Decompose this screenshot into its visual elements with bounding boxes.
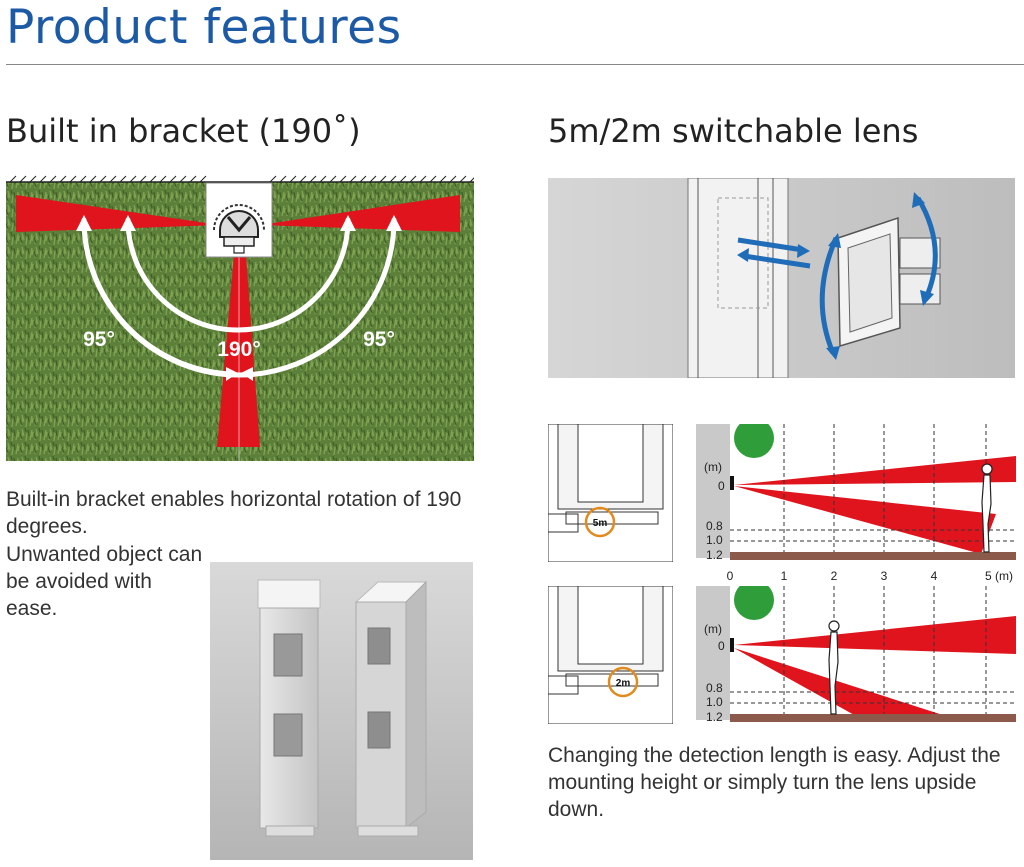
tree-icon xyxy=(734,586,774,620)
height-tick-1.0: 1.0 xyxy=(706,533,723,547)
unit-label: (m) xyxy=(704,460,722,474)
right-beam xyxy=(260,195,460,232)
detection-diagram-5m: (m) 0 0.8 1.0 1.2 xyxy=(696,424,1016,562)
distance-tick-3: 3 xyxy=(881,569,888,583)
height-tick-0: 0 xyxy=(718,639,725,653)
sensor-post-left xyxy=(257,579,321,837)
unit-label: (m) xyxy=(704,622,722,636)
bracket-rotation-diagram: 95° 190° 95° xyxy=(6,175,474,461)
height-tick-1.0: 1.0 xyxy=(706,695,723,709)
ground-bar xyxy=(730,552,1016,560)
distance-tick-4: 4 xyxy=(931,569,938,583)
lens-2m-label: 2m xyxy=(616,678,631,689)
rotate-arrow-left xyxy=(819,237,839,354)
title-divider xyxy=(6,64,1024,65)
lens-2m-closeup: 2m xyxy=(548,586,673,724)
insert-arrows xyxy=(737,237,811,269)
distance-tick-2: 2 xyxy=(831,569,838,583)
height-tick-1.2: 1.2 xyxy=(706,548,723,562)
rotate-arrow-right xyxy=(915,196,938,300)
wall-strip xyxy=(6,175,474,182)
lens-description: Changing the detection length is easy. A… xyxy=(548,744,1001,821)
sensor-post-right xyxy=(354,580,428,837)
angle-right-label: 95° xyxy=(363,328,395,351)
height-tick-0: 0 xyxy=(718,479,725,493)
distance-tick-1: 1 xyxy=(781,569,788,583)
lens-heading: 5m/2m switchable lens xyxy=(548,112,919,150)
product-photo xyxy=(210,562,473,860)
distance-axis: 0 1 2 3 4 5 (m) xyxy=(696,566,1016,584)
detection-diagram-2m: (m) 0 0.8 1.0 1.2 xyxy=(696,586,1016,724)
lens-5m-closeup: 5m xyxy=(548,424,673,562)
distance-tick-0: 0 xyxy=(727,569,734,583)
angle-left-label: 95° xyxy=(83,328,115,351)
bracket-description-1: Built-in bracket enables horizontal rota… xyxy=(6,488,462,538)
lens-5m-highlight xyxy=(584,506,616,538)
lens-switch-illustration xyxy=(548,178,1015,378)
ground-bar xyxy=(730,714,1016,722)
lens-2m-highlight xyxy=(607,666,639,698)
height-tick-1.2: 1.2 xyxy=(706,710,723,724)
height-tick-0.8: 0.8 xyxy=(706,681,723,695)
person-icon xyxy=(828,620,840,715)
person-icon xyxy=(981,463,993,553)
height-tick-0.8: 0.8 xyxy=(706,519,723,533)
distance-tick-5: 5 (m) xyxy=(985,569,1013,583)
tree-icon xyxy=(734,424,774,458)
lens-5m-label: 5m xyxy=(593,518,608,529)
left-beam xyxy=(16,195,220,232)
page-title: Product features xyxy=(6,0,402,55)
angle-center-label: 190° xyxy=(217,338,260,361)
bracket-description-2: Unwanted object can be avoided with ease… xyxy=(6,543,203,620)
bracket-heading: Built in bracket (190˚) xyxy=(6,112,361,150)
